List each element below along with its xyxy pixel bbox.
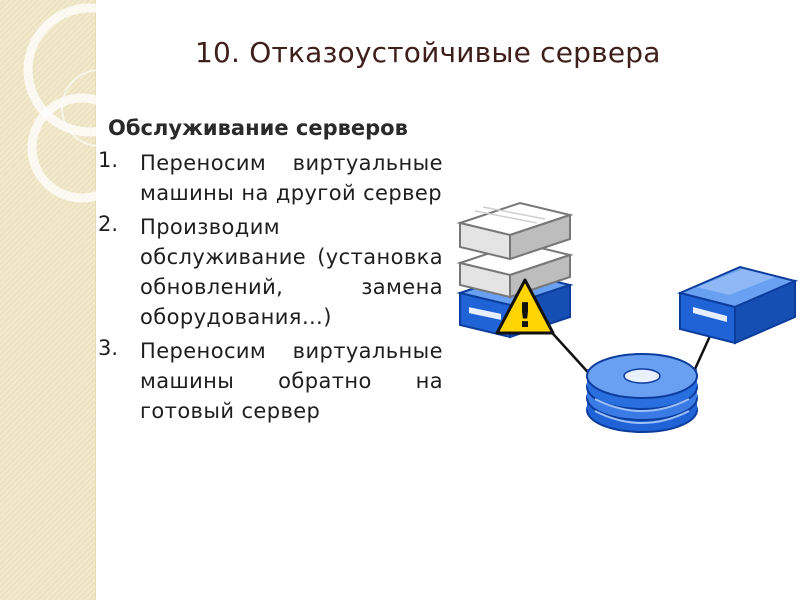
list-item: 2. Производим обслуживание (установка об… xyxy=(98,212,443,332)
list-item: 1. Переносим виртуальные машины на друго… xyxy=(98,148,443,208)
standalone-server-icon xyxy=(676,265,799,345)
slide-title: 10. Отказоустойчивые сервера xyxy=(195,36,661,69)
warning-symbol: ! xyxy=(517,296,533,336)
server-stack-icon xyxy=(456,201,574,339)
step-number: 2. xyxy=(98,212,119,236)
step-text: Производим обслуживание (установка обнов… xyxy=(140,215,443,329)
gray-server-icon xyxy=(456,201,574,261)
list-item: 3. Переносим виртуальные машины обратно … xyxy=(98,336,443,426)
warning-icon: ! xyxy=(495,278,555,336)
step-number: 3. xyxy=(98,336,119,360)
storage-disk-icon xyxy=(586,353,698,433)
steps-list: 1. Переносим виртуальные машины на друго… xyxy=(98,148,443,430)
side-band-edge xyxy=(95,0,96,600)
step-number: 1. xyxy=(98,148,119,172)
maintenance-diagram: ! xyxy=(456,201,799,433)
step-text: Переносим виртуальные машины на другой с… xyxy=(140,151,443,205)
step-text: Переносим виртуальные машины обратно на … xyxy=(140,339,443,423)
section-subtitle: Обслуживание серверов xyxy=(108,116,408,140)
decorative-circles-icon xyxy=(23,3,157,203)
